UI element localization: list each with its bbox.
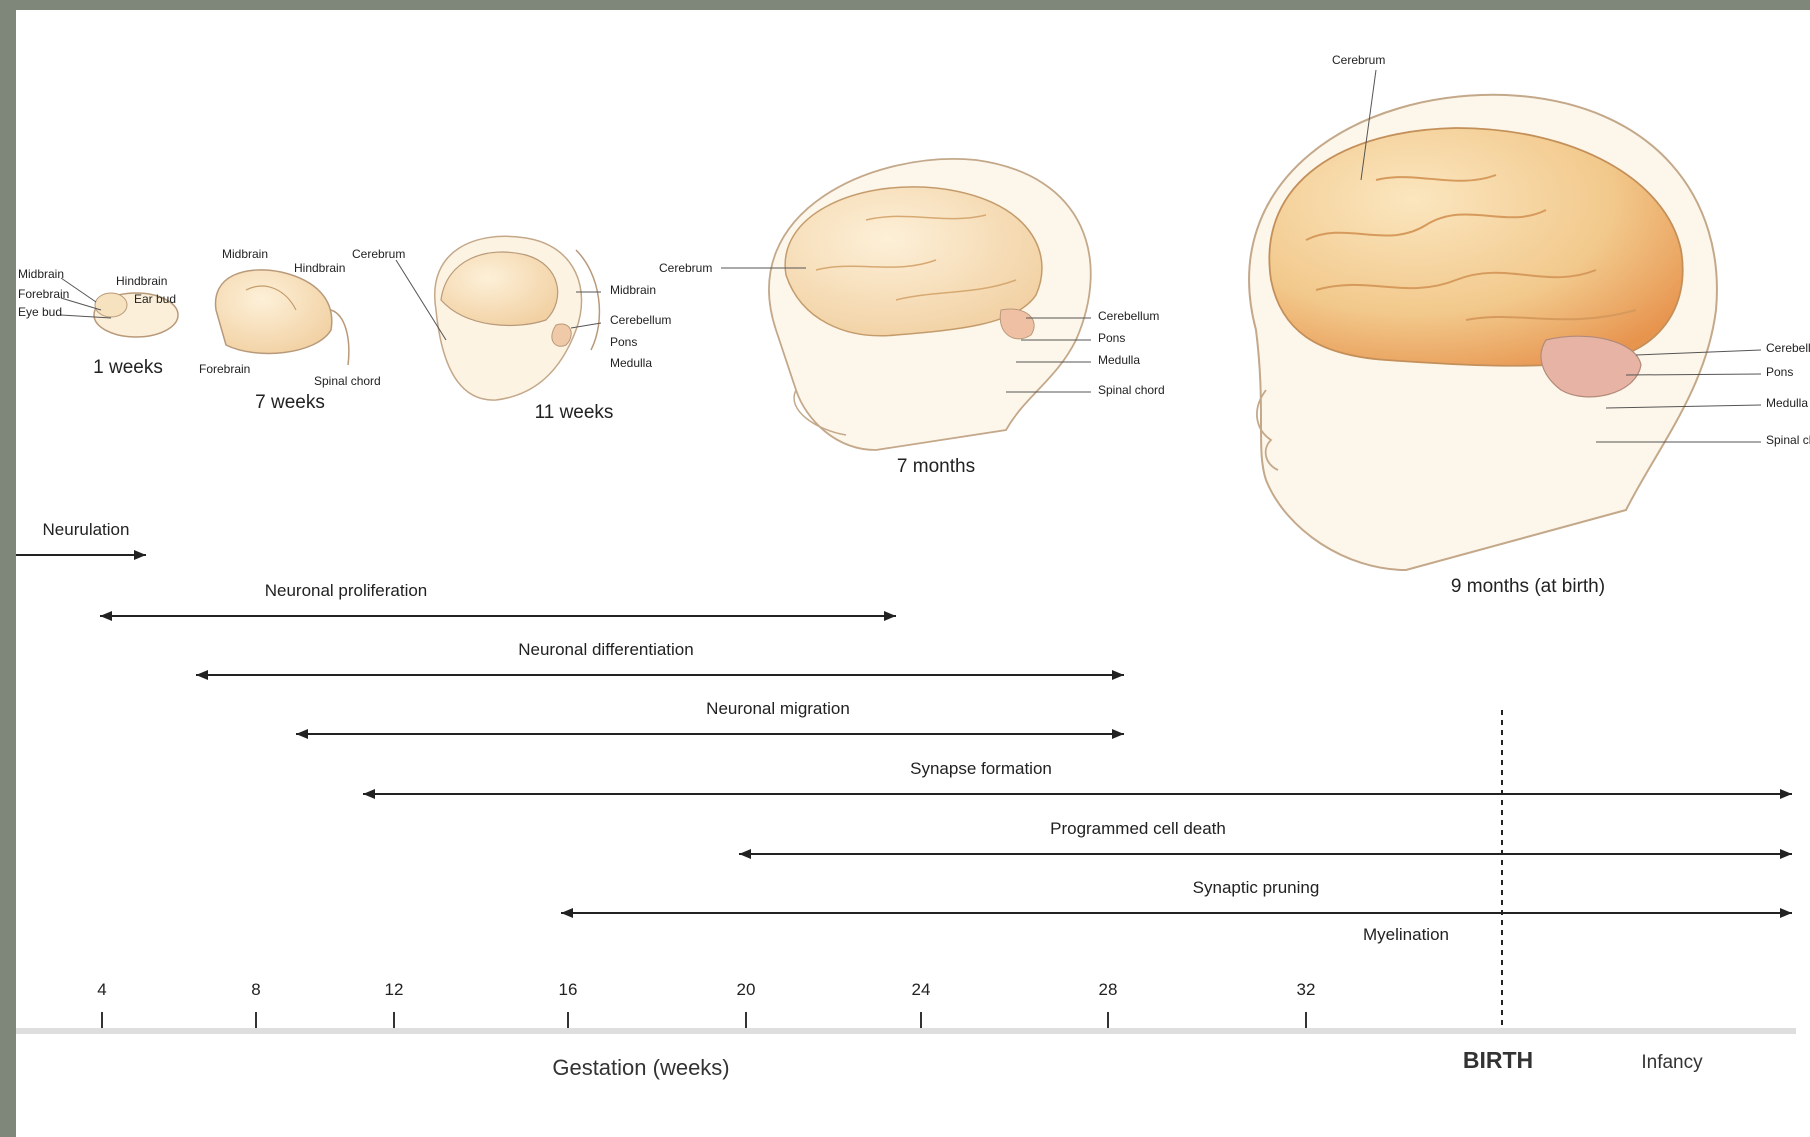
svg-text:Midbrain: Midbrain: [18, 267, 64, 281]
svg-text:Spinal chord: Spinal chord: [1098, 383, 1165, 397]
svg-text:Cerebrum: Cerebrum: [352, 247, 405, 261]
svg-text:Eye bud: Eye bud: [18, 305, 62, 319]
process-arrowhead: [196, 670, 208, 680]
axis-tick-label: 28: [1099, 980, 1118, 999]
process-arrowhead: [884, 611, 896, 621]
fetus-11-weeks-illustration: Cerebrum Midbrain Cerebellum Pons Medull…: [352, 236, 671, 400]
svg-text:Spinal chord: Spinal chord: [314, 374, 381, 388]
stage-caption-7-weeks: 7 weeks: [255, 392, 325, 413]
svg-text:Cerebellum: Cerebellum: [610, 313, 671, 327]
baby-9-months-illustration: Cerebrum Cerebellum Pons Medulla Spinal …: [1249, 53, 1810, 570]
birth-label: BIRTH: [1463, 1047, 1533, 1073]
process-arrowhead: [363, 789, 375, 799]
process-arrowhead: [1112, 729, 1124, 739]
process-label: Programmed cell death: [1050, 819, 1226, 838]
stage-caption-7-months: 7 months: [897, 456, 975, 477]
process-arrowhead: [1112, 670, 1124, 680]
svg-text:Medulla: Medulla: [1098, 353, 1140, 367]
infancy-label: Infancy: [1641, 1052, 1703, 1073]
process-label: Neuronal differentiation: [518, 640, 693, 659]
process-arrowhead: [739, 849, 751, 859]
axis-tick-label: 20: [737, 980, 756, 999]
process-arrowhead: [296, 729, 308, 739]
svg-text:Pons: Pons: [1098, 331, 1125, 345]
embryo-1-week-illustration: Midbrain Forebrain Eye bud Hindbrain Ear…: [18, 267, 178, 337]
process-label: Neuronal migration: [706, 699, 850, 718]
svg-text:Spinal chord: Spinal chord: [1766, 433, 1810, 447]
axis-label: Gestation (weeks): [552, 1055, 729, 1080]
svg-text:Midbrain: Midbrain: [610, 283, 656, 297]
svg-text:Cerebellum: Cerebellum: [1098, 309, 1159, 323]
process-arrowhead: [1780, 849, 1792, 859]
process-arrowhead: [1780, 908, 1792, 918]
process-arrowhead: [100, 611, 112, 621]
stage-caption-11-weeks: 11 weeks: [535, 402, 614, 423]
axis-tick-label: 16: [559, 980, 578, 999]
fetus-7-months-illustration: Cerebrum Cerebellum Pons Medulla Spinal …: [659, 159, 1165, 450]
svg-text:Cerebrum: Cerebrum: [659, 261, 712, 275]
svg-text:Pons: Pons: [1766, 365, 1793, 379]
svg-text:Midbrain: Midbrain: [222, 247, 268, 261]
svg-text:Forebrain: Forebrain: [18, 287, 69, 301]
axis-tick-label: 24: [912, 980, 931, 999]
embryo-7-weeks-illustration: Midbrain Hindbrain Forebrain Spinal chor…: [199, 247, 381, 388]
svg-text:Medulla: Medulla: [610, 356, 652, 370]
svg-text:Hindbrain: Hindbrain: [116, 274, 167, 288]
svg-text:Cerebellum: Cerebellum: [1766, 341, 1810, 355]
process-label: Neurulation: [43, 520, 130, 539]
process-label: Myelination: [1363, 925, 1449, 944]
gestation-axis-bar: [16, 1028, 1796, 1034]
svg-text:Medulla: Medulla: [1766, 396, 1808, 410]
stage-caption-9-months: 9 months (at birth): [1451, 576, 1605, 597]
axis-tick-label: 4: [97, 980, 106, 999]
svg-text:Cerebrum: Cerebrum: [1332, 53, 1385, 67]
svg-text:Hindbrain: Hindbrain: [294, 261, 345, 275]
svg-text:Pons: Pons: [610, 335, 637, 349]
axis-tick-label: 32: [1297, 980, 1316, 999]
process-arrowhead: [1780, 789, 1792, 799]
process-label: Synapse formation: [910, 759, 1052, 778]
brain-development-diagram: Midbrain Forebrain Eye bud Hindbrain Ear…: [16, 10, 1810, 1137]
axis-tick-label: 12: [385, 980, 404, 999]
process-arrowhead: [134, 550, 146, 560]
process-label: Neuronal proliferation: [265, 581, 428, 600]
svg-text:Ear bud: Ear bud: [134, 292, 176, 306]
gestation-ticks: 4 8 12 16 20 24 28 32: [97, 980, 1315, 1028]
svg-text:Forebrain: Forebrain: [199, 362, 250, 376]
axis-tick-label: 8: [251, 980, 260, 999]
process-label: Synaptic pruning: [1193, 878, 1320, 897]
diagram-frame: Midbrain Forebrain Eye bud Hindbrain Ear…: [16, 10, 1810, 1137]
process-arrowhead: [561, 908, 573, 918]
stage-caption-1-week: 1 weeks: [93, 357, 163, 378]
